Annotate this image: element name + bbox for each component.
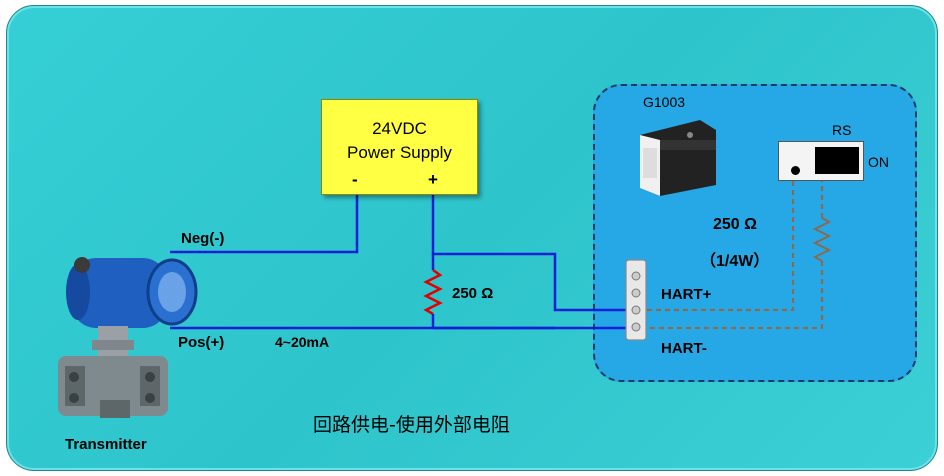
transmitter-label: Transmitter bbox=[65, 436, 147, 453]
plus-wire bbox=[431, 192, 628, 312]
rs-switch-box bbox=[778, 141, 864, 181]
hart-resistor-zigzag bbox=[812, 217, 832, 262]
current-label: 4~20mA bbox=[275, 334, 330, 350]
loop-resistor-label: 250 Ω bbox=[452, 285, 494, 302]
hart-modem-icon bbox=[640, 120, 716, 196]
rs-terminal-dot bbox=[791, 166, 800, 175]
psu-name-label: Power Supply bbox=[347, 143, 452, 162]
caption: 回路供电-使用外部电阻 bbox=[313, 414, 510, 436]
terminal-block-icon bbox=[625, 259, 647, 341]
rs-label: RS bbox=[832, 122, 852, 138]
pressure-transmitter-icon bbox=[58, 257, 198, 418]
hart-resistor-label: 250 Ω bbox=[713, 216, 757, 233]
hart-minus-label: HART- bbox=[661, 340, 707, 357]
loop-resistor-zigzag bbox=[423, 268, 443, 316]
on-label: ON bbox=[868, 154, 889, 170]
device-name-label: G1003 bbox=[643, 94, 686, 110]
power-supply-box: 24VDC Power Supply - + bbox=[321, 99, 478, 195]
neg-label: Neg(-) bbox=[181, 230, 225, 247]
hart-resistor-power: （1/4W） bbox=[700, 253, 770, 270]
dashed-wire-lower-b bbox=[642, 261, 824, 330]
hart-plus-label: HART+ bbox=[661, 286, 712, 303]
psu-plus-label: + bbox=[428, 170, 438, 189]
rs-switch-icon bbox=[815, 147, 859, 174]
neg-wire bbox=[170, 192, 359, 254]
psu-minus-label: - bbox=[352, 170, 358, 189]
dashed-wire-upper bbox=[642, 172, 795, 312]
psu-voltage-label: 24VDC bbox=[372, 119, 427, 138]
pos-label: Pos(+) bbox=[178, 334, 225, 351]
